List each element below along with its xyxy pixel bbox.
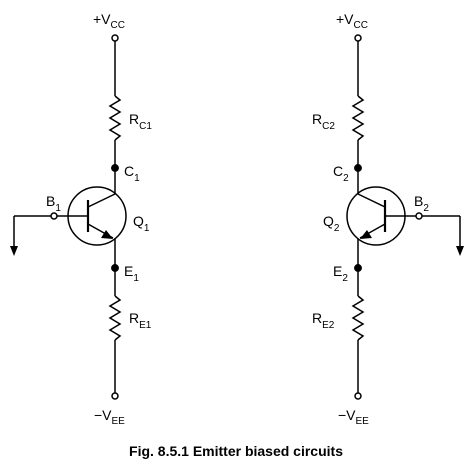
right-collector-label: C2 <box>333 163 349 184</box>
right-re-label: RE2 <box>312 310 335 331</box>
figure-caption: Fig. 8.5.1 Emitter biased circuits <box>129 443 343 459</box>
left-emitter-label: E1 <box>124 263 139 284</box>
right-collector-resistor <box>351 95 365 141</box>
left-re-label: RE1 <box>129 310 152 331</box>
left-circuit <box>10 34 127 400</box>
right-transistor-label: Q2 <box>323 213 340 234</box>
left-vee-terminal <box>111 392 119 400</box>
left-rc-label: RC1 <box>129 111 152 132</box>
right-circuit <box>346 34 464 400</box>
left-base-label: B1 <box>46 193 61 214</box>
left-collector-label: C1 <box>124 163 140 184</box>
right-vcc-terminal <box>354 34 362 42</box>
right-vee-label: −VEE <box>338 407 369 427</box>
left-vee-label: −VEE <box>94 407 125 427</box>
right-emitter-resistor <box>351 295 365 341</box>
right-base-label: B2 <box>414 193 429 214</box>
right-vee-terminal <box>354 392 362 400</box>
right-vcc-label: +VCC <box>336 11 368 31</box>
left-vcc-label: +VCC <box>93 11 125 31</box>
right-emitter-arrow <box>360 230 372 239</box>
left-emitter-resistor <box>108 295 122 341</box>
right-base-arrow <box>456 246 464 256</box>
left-base-arrow <box>10 246 18 256</box>
right-base-terminal <box>415 212 423 220</box>
right-rc-label: RC2 <box>312 111 335 132</box>
left-transistor-label: Q1 <box>133 213 150 234</box>
left-emitter-arrow <box>101 230 113 239</box>
left-vcc-terminal <box>111 34 119 42</box>
right-emitter-label: E2 <box>333 263 348 284</box>
left-collector-resistor <box>108 95 122 141</box>
